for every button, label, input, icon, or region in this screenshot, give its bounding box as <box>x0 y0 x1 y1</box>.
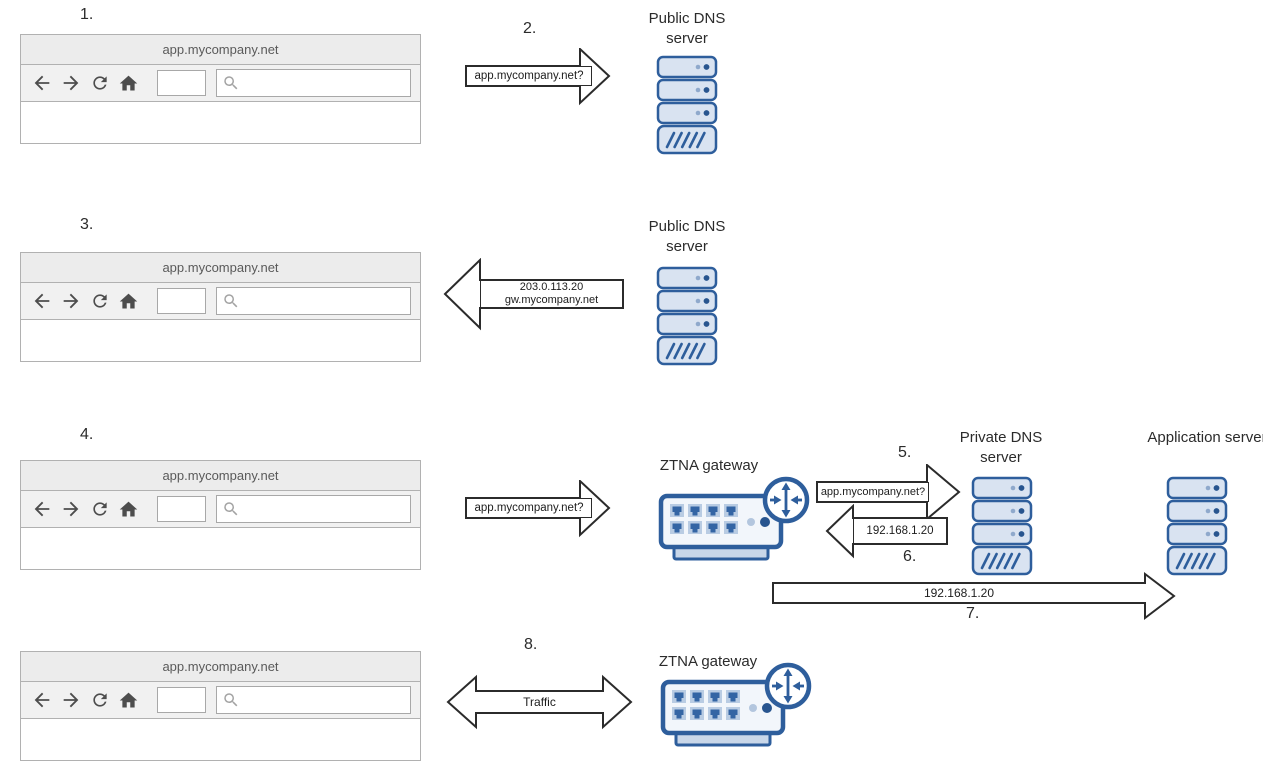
forward-icon[interactable] <box>60 72 82 94</box>
browser-window-3: app.mycompany.net <box>20 460 421 570</box>
search-box[interactable] <box>216 69 411 97</box>
arrow-step3-label-host: gw.mycompany.net <box>504 294 599 306</box>
arrow-step3-label-ip: 203.0.113.20 <box>519 281 584 293</box>
private-dns-server-icon <box>971 476 1033 576</box>
arrow-step2-label: app.mycompany.net? <box>474 69 584 82</box>
address-box[interactable] <box>157 288 207 314</box>
browser-window-4: app.mycompany.net <box>20 651 421 761</box>
browser-url-text: app.mycompany.net <box>162 42 279 57</box>
browser-window-2: app.mycompany.net <box>20 252 421 362</box>
step-label-6: 6. <box>903 548 917 565</box>
step-label-4: 4. <box>80 426 94 443</box>
home-icon[interactable] <box>118 498 140 520</box>
arrow-step3-reply-public-dns: 203.0.113.20 gw.mycompany.net <box>440 258 630 332</box>
public-dns-server-top-label: Public DNS server <box>648 10 726 47</box>
search-icon <box>224 502 238 516</box>
arrow-step8-label: Traffic <box>523 695 556 709</box>
reload-icon[interactable] <box>89 498 111 520</box>
back-icon[interactable] <box>31 689 53 711</box>
ztna-gateway-mid-label: ZTNA gateway <box>659 457 759 474</box>
browser-url-text: app.mycompany.net <box>162 659 279 674</box>
step-label-5: 5. <box>898 444 912 461</box>
step-label-3: 3. <box>80 216 94 233</box>
arrow-step7-connect-application: 192.168.1.20 <box>771 572 1181 622</box>
arrow-step6-label: 192.168.1.20 <box>866 524 934 537</box>
arrow-step5-label: app.mycompany.net? <box>820 485 926 498</box>
browser-title-bar: app.mycompany.net <box>21 35 420 65</box>
search-box[interactable] <box>216 686 411 714</box>
application-server-icon <box>1166 476 1228 576</box>
ethernet-ports <box>670 504 738 534</box>
reload-icon[interactable] <box>89 689 111 711</box>
search-icon <box>224 76 238 90</box>
reload-icon[interactable] <box>89 290 111 312</box>
step-label-1: 1. <box>80 6 94 23</box>
arrow-step5-query-private-dns: app.mycompany.net? <box>815 464 965 522</box>
address-box[interactable] <box>157 496 207 522</box>
arrow-step4-query-gateway: app.mycompany.net? <box>444 480 612 538</box>
ztna-gateway-bottom-icon <box>660 662 812 747</box>
step-label-8: 8. <box>524 636 538 653</box>
routing-badge-icon <box>764 662 812 710</box>
ztna-gateway-bottom-label: ZTNA gateway <box>658 653 758 670</box>
browser-toolbar <box>21 283 420 320</box>
browser-url-text: app.mycompany.net <box>162 468 279 483</box>
browser-content <box>21 102 420 141</box>
forward-icon[interactable] <box>60 498 82 520</box>
step-label-7: 7. <box>966 605 980 622</box>
arrow-step6-reply-private-dns: 192.168.1.20 <box>825 504 953 560</box>
reload-icon[interactable] <box>89 72 111 94</box>
address-box[interactable] <box>157 687 207 713</box>
home-icon[interactable] <box>118 72 140 94</box>
step-label-2: 2. <box>523 20 537 37</box>
public-dns-server-top-icon <box>656 55 718 155</box>
address-box[interactable] <box>157 70 207 96</box>
browser-window-1: app.mycompany.net <box>20 34 421 144</box>
public-dns-server-mid-icon <box>656 266 718 366</box>
back-icon[interactable] <box>31 72 53 94</box>
public-dns-server-mid-label: Public DNS server <box>648 218 726 255</box>
forward-icon[interactable] <box>60 290 82 312</box>
back-icon[interactable] <box>31 498 53 520</box>
routing-badge-icon <box>762 476 810 524</box>
private-dns-server-label: Private DNS server <box>959 429 1043 466</box>
search-box[interactable] <box>216 287 411 315</box>
arrow-step7-label: 192.168.1.20 <box>923 586 995 600</box>
arrow-step8-traffic: Traffic <box>446 674 636 730</box>
application-server-label: Application server <box>1147 429 1263 446</box>
home-icon[interactable] <box>118 290 140 312</box>
back-icon[interactable] <box>31 290 53 312</box>
home-icon[interactable] <box>118 689 140 711</box>
ethernet-ports <box>672 690 740 720</box>
ztna-gateway-mid-icon <box>658 476 810 561</box>
browser-content <box>21 320 420 359</box>
browser-title-bar: app.mycompany.net <box>21 461 420 491</box>
forward-icon[interactable] <box>60 689 82 711</box>
arrow-step2-query-public-dns: app.mycompany.net? <box>444 48 612 106</box>
browser-url-text: app.mycompany.net <box>162 260 279 275</box>
search-box[interactable] <box>216 495 411 523</box>
search-icon <box>224 294 238 308</box>
browser-toolbar <box>21 65 420 102</box>
browser-title-bar: app.mycompany.net <box>21 652 420 682</box>
arrow-step4-label: app.mycompany.net? <box>474 501 584 514</box>
browser-content <box>21 719 420 758</box>
browser-title-bar: app.mycompany.net <box>21 253 420 283</box>
browser-toolbar <box>21 491 420 528</box>
search-icon <box>224 693 238 707</box>
browser-toolbar <box>21 682 420 719</box>
browser-content <box>21 528 420 567</box>
